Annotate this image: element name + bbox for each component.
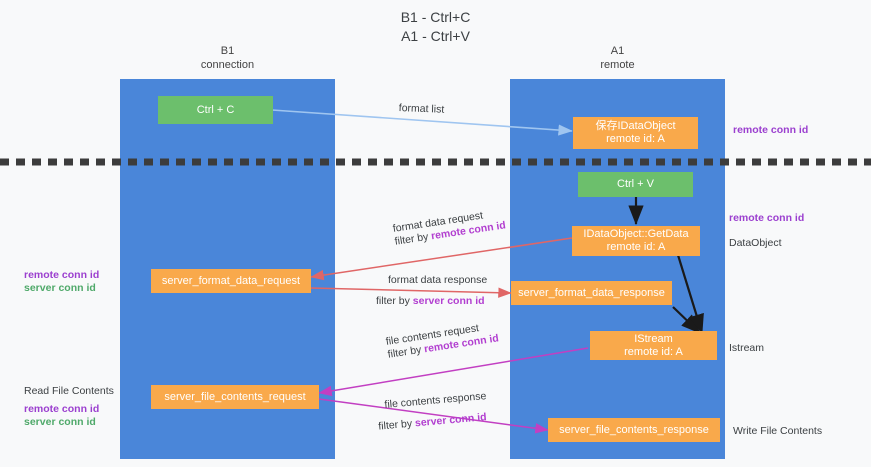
label-right-remote-conn-id-top: remote conn id	[733, 124, 809, 136]
node-istream-line1: IStream	[634, 332, 673, 345]
label-left-read-file-contents: Read File Contents	[24, 385, 114, 397]
label-right-istream: Istream	[729, 342, 765, 354]
node-server-format-data-response-label: server_format_data_response	[518, 286, 665, 299]
node-ctrl-v[interactable]: Ctrl + V	[578, 172, 693, 197]
edge-label-fcres-line1: file contents response	[384, 390, 487, 411]
edge-label-file-contents-request: file contents request filter by remote c…	[385, 319, 500, 361]
label-left-server-conn-id-2: server conn id	[24, 416, 96, 428]
label-right-remote-conn-id-mid: remote conn id	[729, 212, 805, 224]
node-ctrl-c[interactable]: Ctrl + C	[158, 96, 273, 124]
node-server-file-contents-request[interactable]: server_file_contents_request	[151, 385, 319, 409]
node-ctrl-c-line1: Ctrl + C	[196, 103, 235, 116]
edge-label-format-data-request: format data request filter by remote con…	[392, 206, 507, 248]
node-idataobject-getdata-line2: remote id: A	[606, 241, 666, 253]
edge-label-fcres-line2: filter by server conn id	[377, 411, 488, 433]
node-save-idataobject[interactable]: 保存IDataObject remote id: A	[573, 117, 698, 149]
node-ctrl-v-line1: Ctrl + V	[617, 178, 654, 190]
edge-label-format-data-response: format data response filter by server co…	[376, 274, 488, 308]
node-server-file-contents-response-label: server_file_contents_response	[559, 423, 709, 436]
node-server-file-contents-response[interactable]: server_file_contents_response	[548, 418, 720, 442]
diagram-title: B1 - Ctrl+C A1 - Ctrl+V	[400, 9, 471, 44]
label-right-dataobject: DataObject	[729, 237, 782, 249]
label-left-remote-conn-id-1: remote conn id	[24, 269, 100, 281]
label-right-write-file-contents: Write File Contents	[733, 425, 823, 437]
edge-label-fdres-line2: filter by server conn id	[376, 295, 485, 307]
node-idataobject-getdata-line1: IDataObject::GetData	[583, 228, 689, 240]
label-left-remote-conn-id-2: remote conn id	[24, 403, 100, 415]
node-server-format-data-response[interactable]: server_format_data_response	[511, 281, 672, 305]
lane-title-a1: A1 remote	[600, 45, 635, 71]
node-server-file-contents-request-label: server_file_contents_request	[164, 390, 306, 403]
node-save-idataobject-line2: remote id: A	[606, 133, 665, 145]
edge-label-fdres-line1: format data response	[388, 274, 488, 286]
lane-title-b1: B1 connection	[200, 45, 255, 71]
node-server-format-data-request[interactable]: server_format_data_request	[151, 269, 311, 293]
node-istream-line2: remote id: A	[624, 345, 683, 358]
node-save-idataobject-line1: 保存IDataObject	[595, 120, 676, 132]
node-server-format-data-request-label: server_format_data_request	[161, 274, 301, 287]
node-istream[interactable]: IStream remote id: A	[590, 331, 717, 360]
label-left-server-conn-id-1: server conn id	[24, 282, 96, 294]
edge-label-file-contents-response: file contents response filter by server …	[378, 390, 489, 433]
node-idataobject-getdata[interactable]: IDataObject::GetData remote id: A	[572, 226, 700, 256]
edge-label-format-list: format list	[398, 102, 445, 116]
